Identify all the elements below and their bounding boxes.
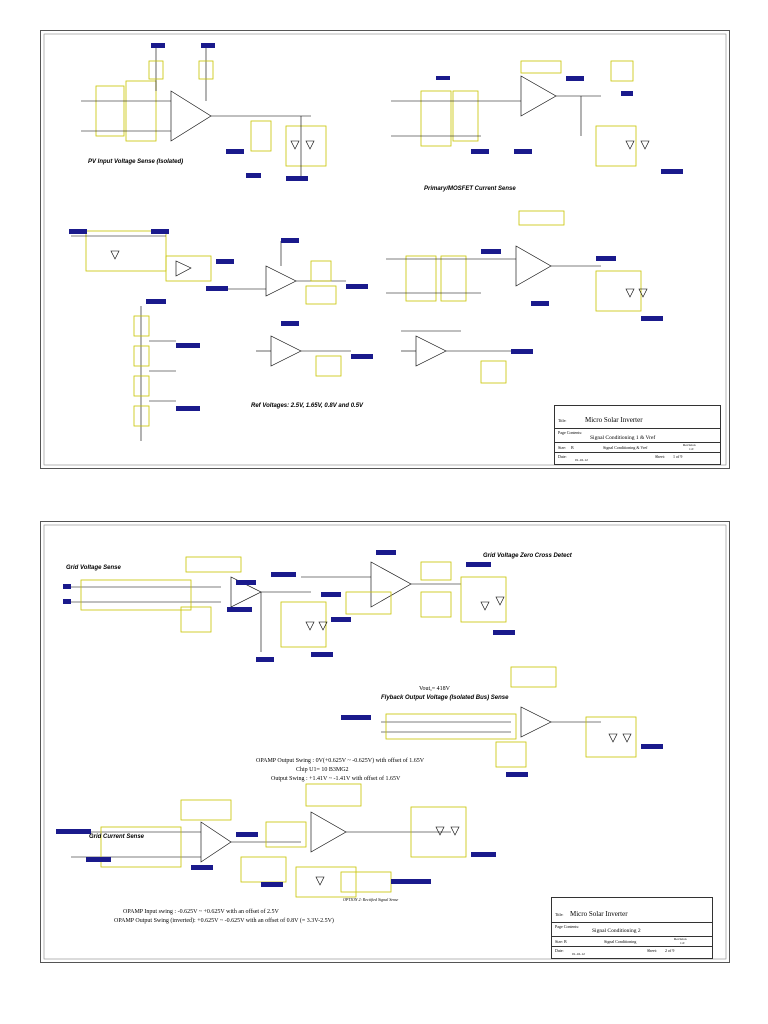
grid-voltage-sense-label: Grid Voltage Sense [66, 565, 121, 571]
revision-value: 1.0 [689, 447, 694, 451]
date-value: 01-16-12 [572, 952, 585, 956]
schematic-sheet-2: Grid Voltage Sense Grid Voltage Zero Cro… [40, 521, 730, 963]
chip-note: Chip U1= 10 B3MG2 [296, 767, 349, 773]
sheet-2-drawing [43, 524, 727, 960]
output-inverted-note: OPAMP Output Swing (inverted): +0.625V ~… [114, 918, 334, 924]
flyback-sense-label: Flyback Output Voltage (Isolated Bus) Se… [381, 695, 509, 701]
date-value: 01-16-12 [575, 458, 588, 462]
title-value: Micro Solar Inverter [570, 910, 628, 918]
drawing-name: Signal Conditioning & Vref [603, 445, 648, 450]
sheet-key: Sheet: [647, 948, 657, 953]
grid-current-sense-label: Grid Current Sense [89, 834, 145, 840]
sheet-value: 2 of 9 [665, 948, 675, 953]
size-key: Size: [558, 445, 566, 450]
revision-value: 1.0 [680, 941, 685, 945]
title-value: Micro Solar Inverter [585, 416, 643, 424]
sheet-value: 1 of 9 [673, 454, 683, 459]
date-key: Date: [555, 948, 564, 953]
zero-cross-detect-label: Grid Voltage Zero Cross Detect [483, 553, 572, 559]
title-block-1: Title: Micro Solar Inverter Page Content… [554, 405, 721, 465]
contents-key: Page Contents: [558, 430, 583, 435]
title-block-2: Title: Micro Solar Inverter Page Content… [551, 897, 713, 959]
input-swing-note: OPAMP Input swing : -0.625V ~ +0.625V wi… [123, 909, 279, 915]
size-value: B [571, 445, 574, 450]
contents-value: Signal Conditioning 1 & Vref [590, 435, 656, 441]
primary-mosfet-sense-label: Primary/MOSFET Current Sense [424, 186, 516, 192]
contents-key: Page Contents: [555, 924, 580, 929]
schematic-sheet-1: PV Input Voltage Sense (Isolated) Primar… [40, 30, 730, 469]
opamp-swing-note: OPAMP Output Swing : 0V(+0.625V ~ -0.625… [256, 758, 425, 764]
revision-key: Revision [674, 937, 687, 941]
title-key: Title: [558, 418, 567, 423]
ref-voltages-label: Ref Voltages: 2.5V, 1.65V, 0.8V and 0.5V [251, 403, 364, 409]
contents-value: Signal Conditioning 2 [592, 928, 641, 934]
revision-key: Revision [683, 443, 696, 447]
sheet-key: Sheet: [655, 454, 665, 459]
size-key: Size: B [555, 939, 567, 944]
title-key: Title: [555, 912, 564, 917]
pv-input-sense-label: PV Input Voltage Sense (Isolated) [88, 159, 184, 165]
date-key: Date: [558, 454, 567, 459]
output-swing-note: Output Swing : +1.41V ~ -1.41V with offs… [271, 776, 401, 782]
drawing-name: Signal Conditioning [604, 939, 637, 944]
sheet-1-drawing [43, 33, 727, 466]
option-2-note: OPTION 2: Rectified Signal Sense [343, 897, 399, 902]
vout-note: Vout,= 418V [419, 686, 450, 692]
